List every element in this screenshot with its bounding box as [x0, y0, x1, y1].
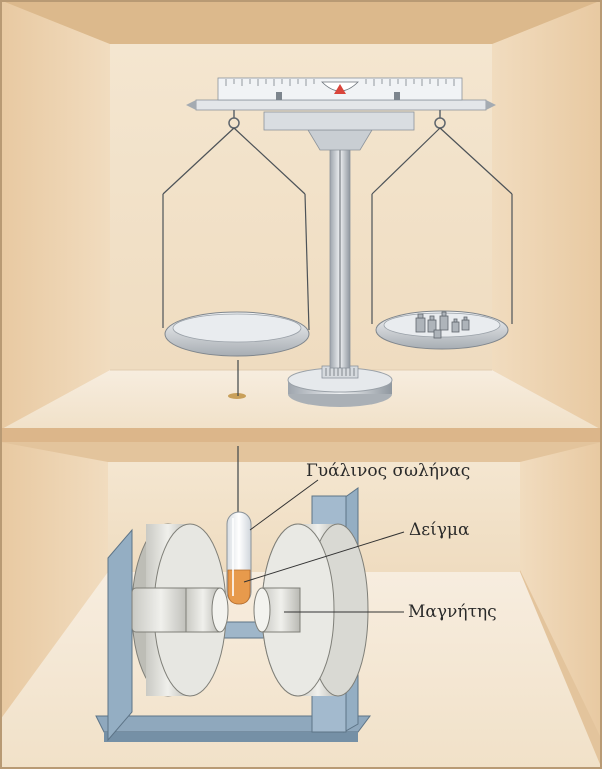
left-pan-dish — [164, 311, 310, 399]
cabinet-divider — [0, 428, 602, 442]
leader-sample — [243, 531, 405, 583]
left-balance-pan — [162, 127, 310, 331]
leader-lines — [243, 479, 405, 613]
analytical-balance-icon — [186, 77, 496, 407]
label-magnet: Μαγνήτης — [408, 602, 497, 622]
weights-icon — [415, 311, 470, 339]
label-glass-tube: Γυάλινος σωλήνας — [306, 461, 471, 481]
glass-tube — [226, 511, 252, 605]
sample-fill — [227, 569, 251, 605]
label-sample: Δείγμα — [409, 520, 470, 540]
leader-glass-tube — [249, 479, 319, 531]
right-balance-pan — [371, 127, 513, 324]
electromagnet-icon — [95, 487, 371, 742]
